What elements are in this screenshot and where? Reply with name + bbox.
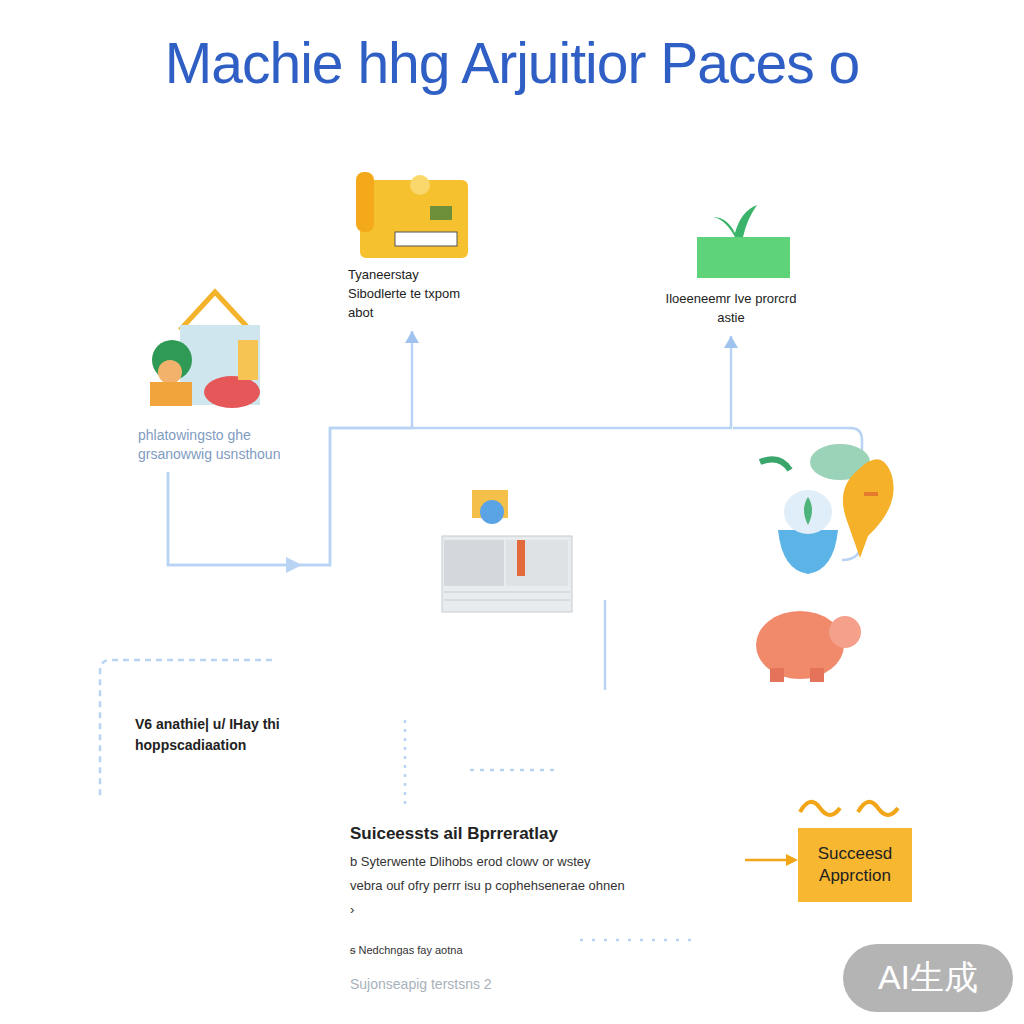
arrow-head (405, 331, 419, 343)
node-text: phlatowingsto ghe grsanowwig usnsthoun (138, 426, 300, 464)
process-box: Succeesd Apprction (798, 828, 912, 902)
icon-caption: Tyaneerstay Sibodlerte te txpom abot (348, 266, 476, 327)
icon-caption: Iloeeneemr Ive prorcrd astie (660, 290, 802, 332)
people-icon (150, 292, 260, 408)
diagram-title: Machie hhg Arjuitior Paces o (0, 30, 1024, 96)
arrow-head (724, 336, 738, 348)
note-text: V6 anathie| u/ IHay thi hoppscadiaation (135, 714, 310, 756)
flow-lines (100, 428, 862, 940)
shopping-icon (356, 172, 468, 258)
icon-caption: phlatowingsto ghe grsanowwig usnsthoun (138, 426, 300, 468)
arrow-head (786, 854, 798, 866)
node-text: Iloeeneemr Ive prorcrd astie (660, 290, 802, 328)
squiggles (800, 802, 898, 815)
bulb-plants-icon (760, 444, 894, 574)
watermark: AI生成 (843, 944, 1013, 1012)
piggy-icon (756, 611, 861, 682)
body-text: b Syterwente Dlihobs erod clowv or wstey… (350, 850, 625, 922)
faded-text: Sujonseapig terstsns 2 (350, 976, 650, 992)
book-icon (442, 490, 572, 612)
section-heading: Suiceessts ail Bprreratlay (350, 824, 650, 844)
node-text: Tyaneerstay Sibodlerte te txpom abot (348, 266, 476, 323)
plant-icon (697, 205, 790, 278)
node-text: Succeesd Apprction (804, 843, 906, 887)
note-text: ᵴ Nedchngas fay aotna (350, 944, 610, 956)
